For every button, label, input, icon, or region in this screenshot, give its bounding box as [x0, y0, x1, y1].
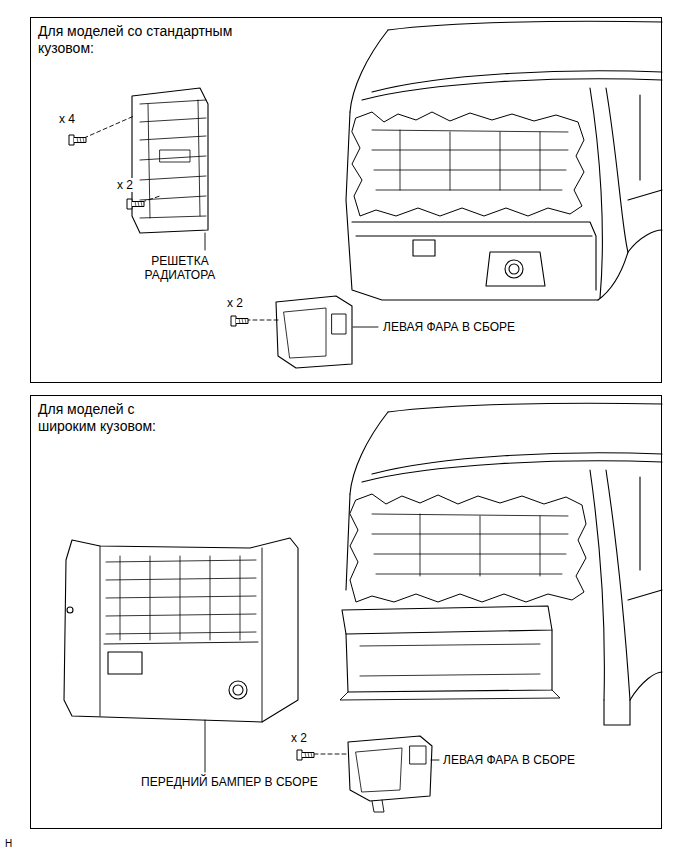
bolt-count: x 2: [226, 296, 244, 310]
panel-heading: Для моделей с широким кузовом:: [38, 401, 170, 435]
part-name: РЕШЕТКА РАДИАТОРА: [133, 254, 227, 282]
part-name: ЛЕВАЯ ФАРА В СБОРЕ: [442, 753, 576, 767]
part-name: ПЕРЕДНИЙ БАМПЕР В СБОРЕ: [140, 775, 319, 789]
panel-heading: Для моделей со стандартным кузовом:: [38, 23, 266, 57]
bolt-count: x 4: [58, 112, 76, 126]
part-name: ЛЕВАЯ ФАРА В СБОРЕ: [382, 320, 516, 334]
bolt-count: x 2: [116, 178, 134, 192]
bolt-count: x 2: [290, 731, 308, 745]
figure-code: H: [4, 838, 13, 850]
standard-body-panel: Для моделей со стандартным кузовом:: [30, 17, 662, 383]
